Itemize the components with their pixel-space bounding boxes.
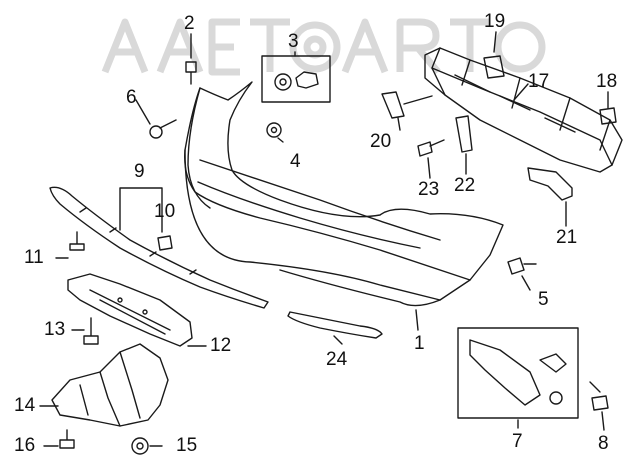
- callout-15: 15: [176, 435, 198, 456]
- callout-17: 17: [528, 71, 550, 92]
- lower-support: [67, 273, 193, 347]
- callout-21: 21: [556, 227, 578, 248]
- callout-13: 13: [44, 319, 66, 340]
- lower-molding: [49, 186, 269, 309]
- callout-20: 20: [370, 131, 392, 152]
- callout-7: 7: [512, 431, 523, 452]
- callout-19: 19: [484, 11, 506, 32]
- fastener-8: [589, 381, 609, 411]
- side-bracket-assembly-box: [457, 327, 579, 419]
- callout-9: 9: [134, 161, 145, 182]
- callout-10: 10: [154, 201, 176, 222]
- fastener-10: [157, 235, 173, 251]
- callout-11: 11: [24, 247, 44, 268]
- fastener-13: [83, 317, 99, 345]
- reflector-molding: [287, 311, 383, 339]
- callout-12: 12: [210, 335, 232, 356]
- callout-14: 14: [14, 395, 36, 416]
- fastener-16: [59, 429, 75, 449]
- callout-18: 18: [596, 71, 618, 92]
- callout-5: 5: [538, 289, 549, 310]
- under-cover: [51, 343, 169, 427]
- fastener-5: [507, 257, 537, 275]
- callout-8: 8: [598, 433, 609, 454]
- impact-absorber: [424, 47, 623, 173]
- bumper-cover: [184, 81, 504, 307]
- watermark-logo: [101, 18, 546, 76]
- fastener-4: [266, 122, 282, 138]
- fastener-6: [149, 119, 177, 139]
- leader-lines: [39, 31, 609, 447]
- fastener-11: [69, 231, 85, 251]
- fastener-15: [131, 437, 149, 455]
- fastener-2: [185, 61, 197, 85]
- bracket-assembly-box: [261, 55, 331, 103]
- callout-23: 23: [418, 179, 440, 200]
- callout-3: 3: [288, 31, 299, 52]
- callout-6: 6: [126, 87, 137, 108]
- callout-16: 16: [14, 435, 36, 456]
- callout-4: 4: [290, 151, 301, 172]
- callout-22: 22: [454, 175, 476, 196]
- fastener-23: [417, 139, 445, 157]
- callout-2: 2: [184, 13, 195, 34]
- callout-24: 24: [326, 349, 348, 370]
- callout-1: 1: [414, 333, 425, 354]
